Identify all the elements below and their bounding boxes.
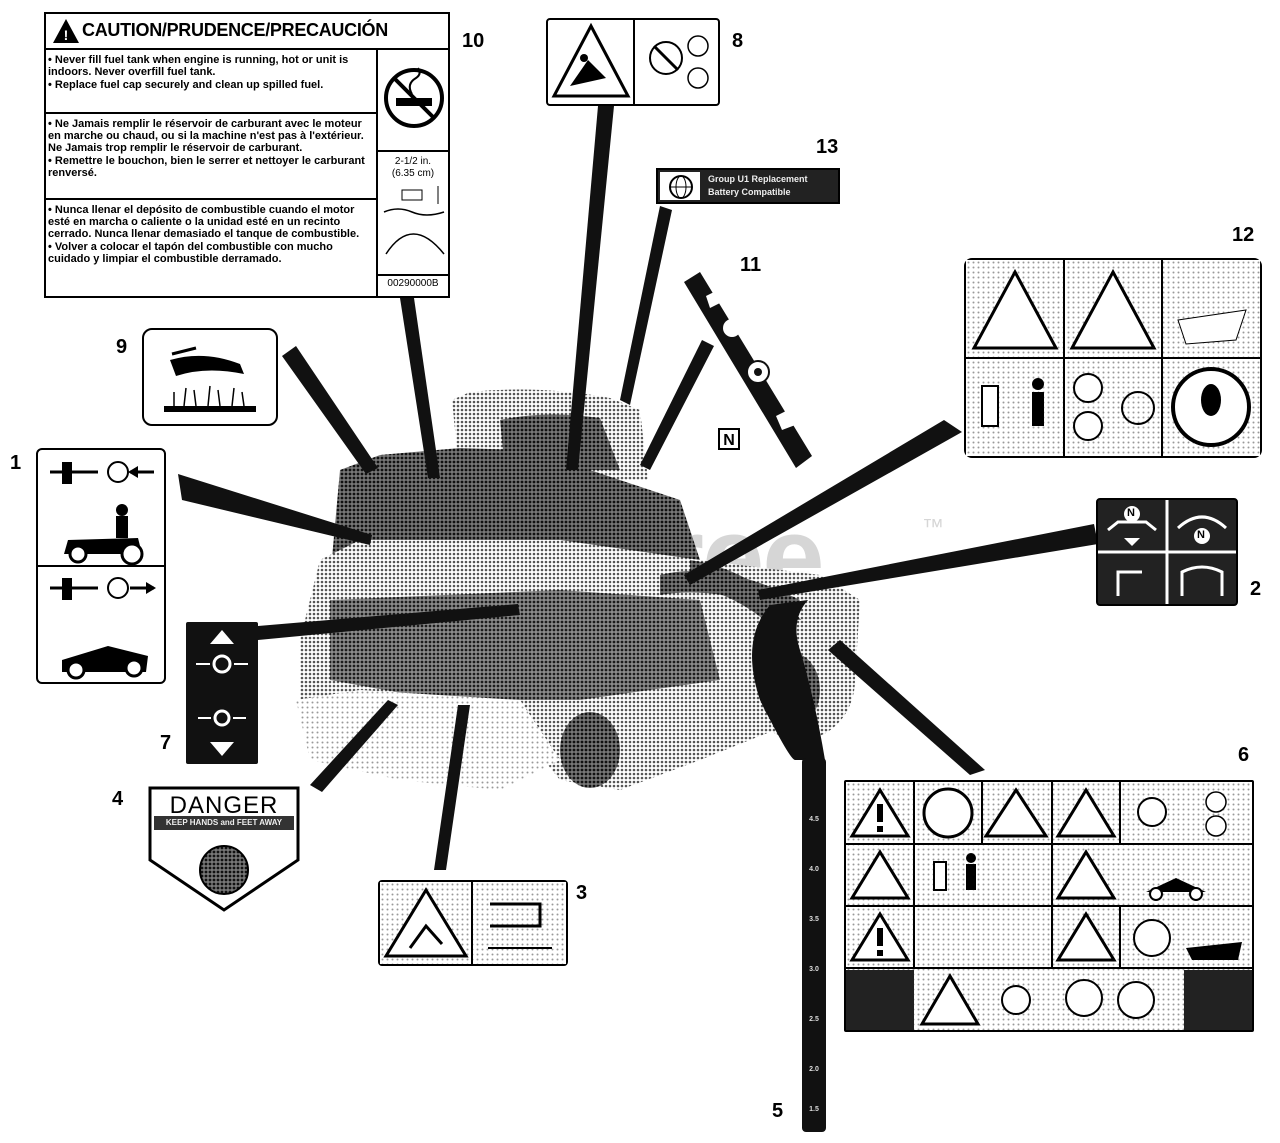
caution-divider (46, 112, 376, 114)
no-passenger-icon (1073, 373, 1103, 403)
hot-surface-decal (142, 328, 278, 426)
thrown-object-icon (383, 887, 469, 958)
callout-1: 1 (10, 452, 22, 474)
fast-icon (723, 319, 741, 337)
gauge-mark: 3.5 (809, 916, 819, 923)
warning-triangle-icon: ! (53, 19, 79, 43)
deck-chute-icon (490, 902, 542, 928)
caution-french-line: • Remettre le bouchon, bien le serrer et… (48, 155, 365, 179)
turtle-icon (776, 408, 798, 430)
key-remove-icon (1177, 309, 1247, 345)
callout-10: 10 (462, 30, 485, 52)
caution-english: • Never fill fuel tank when engine is ru… (48, 54, 370, 92)
rabbit-icon (706, 290, 722, 308)
callout-12: 12 (1232, 224, 1255, 246)
caution-title: CAUTION/PRUDENCE/PRECAUCIÓN (82, 20, 388, 40)
gauge-mark: 4.5 (809, 816, 819, 823)
caution-spanish-line: • Nunca llenar el depósito de combustibl… (48, 204, 360, 240)
decal-2-direction: N N (1096, 498, 1238, 606)
callout-3: 3 (576, 882, 588, 904)
gauge-mark: 4.0 (809, 866, 819, 873)
decal-3 (378, 880, 568, 966)
battery-decal: Group U1 Replacement Battery Compatible (656, 168, 840, 204)
decal-12 (964, 258, 1262, 458)
caution-side-panel: 2-1/2 in. (6.35 cm) 00290000B (376, 48, 450, 298)
rollover-warning-icon (551, 22, 631, 98)
callout-2: 2 (1250, 578, 1262, 600)
blade-warning-icon (1069, 268, 1157, 350)
fill-level-metric: (6.35 cm) (391, 168, 435, 179)
gauge-strap (752, 600, 825, 760)
decal-8-art (551, 20, 709, 104)
watermark-trademark: ™ (922, 514, 944, 539)
blade-hand-icon (199, 845, 249, 895)
up-arrow-icon (210, 630, 234, 644)
caution-divider (46, 198, 376, 200)
direction-letter-right: N (1197, 529, 1205, 541)
danger-decal (148, 786, 300, 912)
decal-7-art (196, 630, 248, 756)
danger-title: DANGER (169, 792, 279, 819)
decal-11-throttle (684, 272, 812, 468)
bystander-icon (981, 385, 999, 427)
gauge-mark: 2.5 (809, 1016, 819, 1023)
callout-6: 6 (1238, 744, 1250, 766)
decal-2-art (1098, 500, 1236, 604)
decal-8 (546, 18, 720, 106)
manual-icon (922, 787, 974, 839)
no-smoking-icon (384, 67, 444, 128)
callout-7: 7 (160, 732, 172, 754)
callout-11: 11 (740, 254, 762, 276)
svg-text:!: ! (64, 27, 69, 43)
fill-level: 2-1/2 in. (394, 156, 432, 167)
height-gauge: 4.5 4.0 3.5 3.0 2.5 2.0 1.5 (802, 758, 826, 1132)
gauge-mark: 1.5 (809, 1106, 819, 1113)
callout-13: 13 (816, 136, 839, 158)
danger-subtitle: KEEP HANDS and FEET AWAY (165, 818, 283, 827)
battery-line-1: Group U1 Replacement (708, 174, 808, 184)
callout-8: 8 (732, 30, 744, 52)
gauge-mark: 3.0 (809, 966, 819, 973)
hot-surface-icon (164, 346, 256, 412)
direction-letter-top: N (1127, 507, 1135, 519)
slope-warning-icon (971, 268, 1059, 350)
caution-spanish: • Nunca llenar el depósito de combustibl… (48, 204, 370, 266)
battery-line-2: Battery Compatible (708, 187, 791, 197)
callout-9: 9 (116, 336, 128, 358)
part-number: 00290000B (387, 278, 439, 289)
decal-1-art (38, 461, 164, 680)
gauge-mark: 2.0 (809, 1066, 819, 1073)
callout-4: 4 (112, 788, 124, 810)
fuel-level-icon (383, 186, 445, 255)
caution-french-line: • Ne Jamais remplir le réservoir de carb… (48, 118, 364, 154)
decal-6-art (846, 782, 1252, 1030)
neutral-symbol: N (718, 428, 740, 450)
decal-7-deck-lift (186, 622, 258, 764)
decal-3-art (380, 882, 566, 964)
callout-5: 5 (772, 1100, 784, 1122)
caution-spanish-line: • Volver a colocar el tapón del combusti… (48, 241, 333, 265)
caution-french: • Ne Jamais remplir le réservoir de carb… (48, 118, 370, 180)
decal-1-brake (36, 448, 166, 684)
caution-english-line: • Never fill fuel tank when engine is ru… (48, 54, 349, 78)
decal-6-safety-grid (844, 780, 1254, 1032)
decal-12-art (966, 260, 1260, 456)
caution-header: ! CAUTION/PRUDENCE/PRECAUCIÓN (46, 14, 448, 50)
down-arrow-icon (210, 742, 234, 756)
battery-globe-icon (669, 175, 693, 199)
caution-english-line: • Replace fuel cap securely and clean up… (48, 79, 324, 91)
caution-fuel-decal: ! CAUTION/PRUDENCE/PRECAUCIÓN • Never fi… (44, 12, 450, 298)
leader-lines (178, 106, 1098, 870)
